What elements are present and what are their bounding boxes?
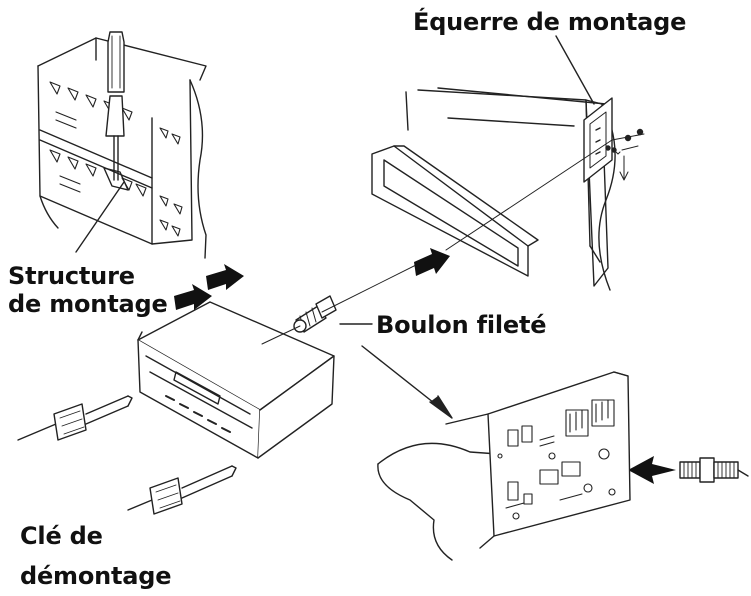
arrow-icon <box>174 248 676 484</box>
removal-key-label-line2: démontage <box>20 562 172 590</box>
threaded-bolt-icon-2 <box>679 457 749 483</box>
alignment-line-2 <box>445 139 613 251</box>
arrow-to-back-panel <box>361 345 453 419</box>
removal-key-label: Clé de démontage <box>20 522 172 590</box>
alignment-line-3 <box>261 325 301 345</box>
unit-back-panel-illustration <box>377 371 631 561</box>
bracket-pointer-line <box>555 35 595 105</box>
screwdriver-icon <box>105 31 125 181</box>
mounting-bracket-label: Équerre de montage <box>413 8 687 36</box>
removal-key-icon <box>17 395 133 441</box>
mounting-frame-label-line2: de montage <box>8 290 168 318</box>
frame-pointer-line <box>75 181 125 253</box>
trim-frame-illustration <box>371 145 539 277</box>
threaded-bolt-label: Boulon fileté <box>376 311 547 339</box>
alignment-line <box>321 257 431 313</box>
radio-unit-illustration <box>137 301 335 459</box>
mounting-frame-label-line1: Structure <box>8 262 135 290</box>
removal-key-label-line1: Clé de <box>20 522 103 550</box>
removal-key-icon-2 <box>127 465 237 515</box>
mounting-frame-label: Structure de montage <box>8 262 168 318</box>
threaded-bolt-icon <box>293 295 337 333</box>
mounting-bracket-illustration <box>583 97 645 183</box>
